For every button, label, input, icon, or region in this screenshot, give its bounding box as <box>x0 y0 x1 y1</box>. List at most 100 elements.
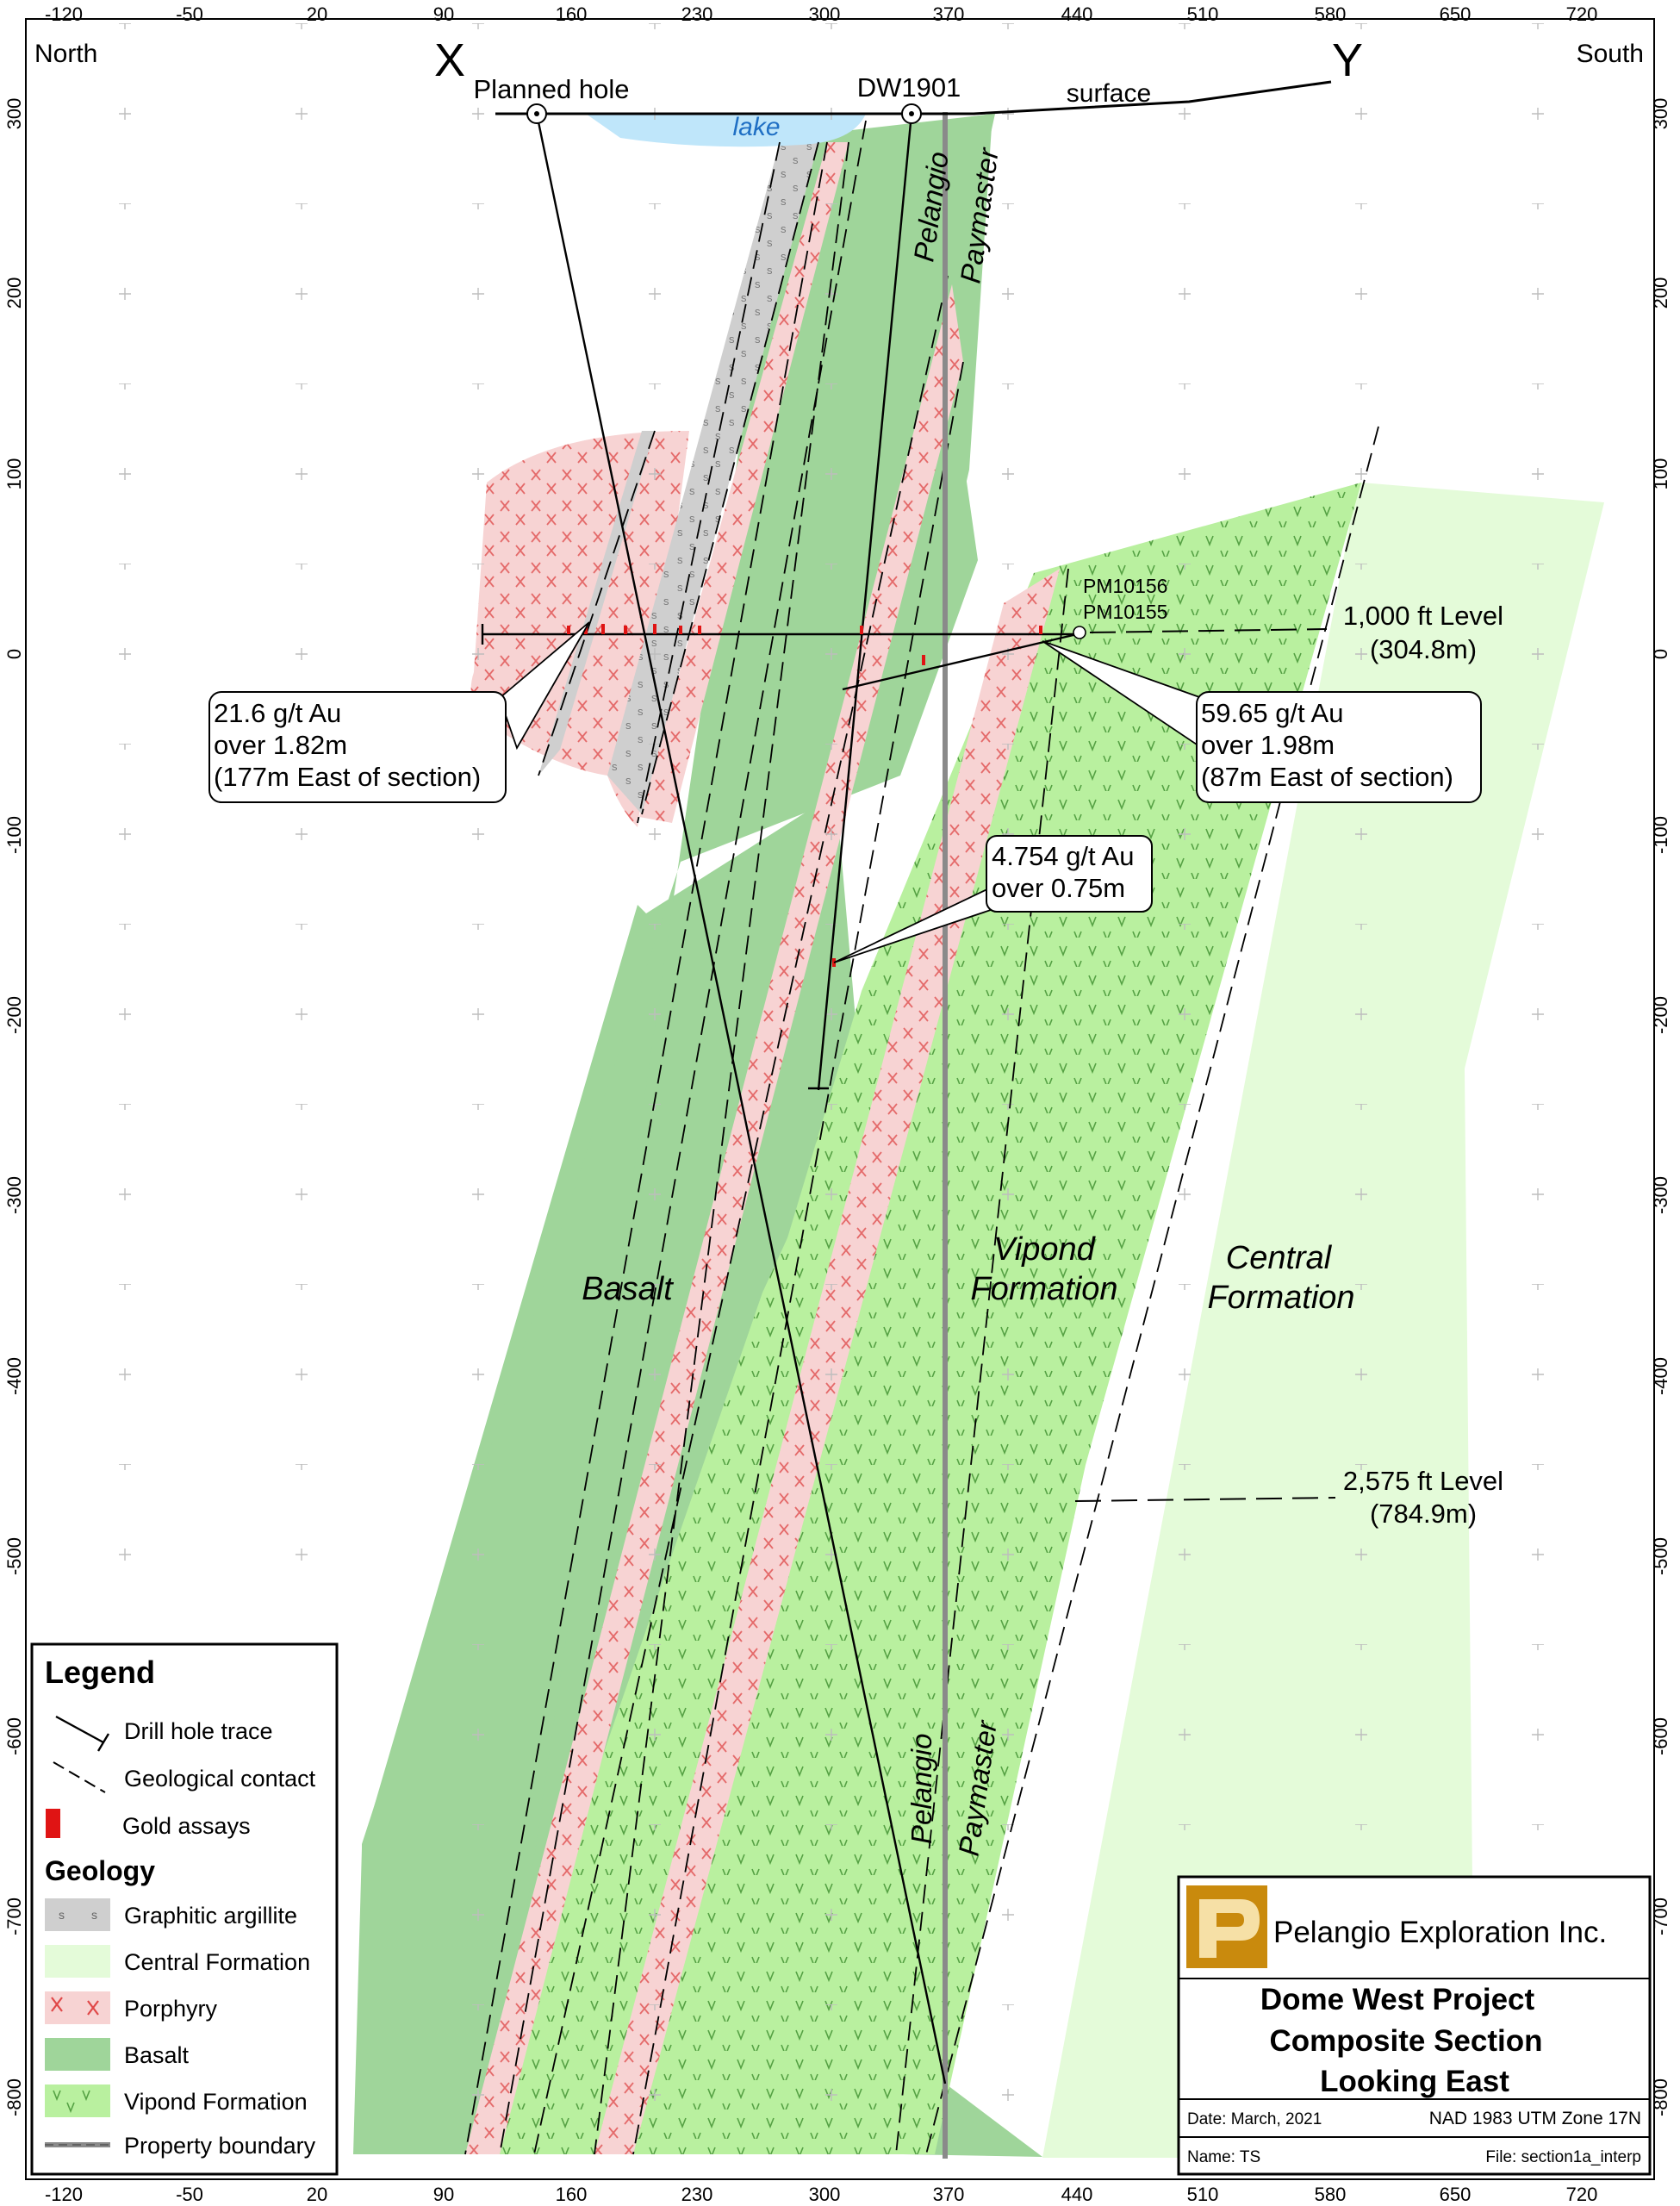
swatch-basalt <box>45 2038 110 2071</box>
geology-title: Geology <box>45 1855 155 1886</box>
level-2575-line <box>1074 1497 1336 1502</box>
central-label-2: Formation <box>1207 1280 1354 1316</box>
x-tick-bottom: 230 <box>681 2184 713 2205</box>
x-tick-top: 440 <box>1061 3 1093 25</box>
surface-label: surface <box>1067 79 1151 108</box>
x-ticks-top: -120 -50 20 90 160 230 300 370 440 510 5… <box>45 3 1597 25</box>
x-tick-bottom: 720 <box>1566 2184 1598 2205</box>
callout-3: 4.754 g/t Au over 0.75m <box>833 835 1153 963</box>
central-label-1: Central <box>1226 1240 1333 1276</box>
x-section-marker: X <box>434 34 465 86</box>
callout-1-line-2: over 1.82m <box>214 730 347 760</box>
legend-item-contact: Geological contact <box>124 1766 316 1792</box>
y-ticks-left: 300 200 100 0 -100 -200 -300 -400 -500 -… <box>3 98 25 2116</box>
north-label: North <box>34 40 97 68</box>
y-tick-left: 200 <box>3 277 25 309</box>
gold-assay-ticks <box>567 624 1042 967</box>
x-tick-top: -50 <box>176 3 203 25</box>
project-title-1: Dome West Project <box>1260 1983 1535 2016</box>
company-name: Pelangio Exploration Inc. <box>1273 1916 1607 1949</box>
project-title-2: Composite Section <box>1270 2024 1543 2058</box>
legend-geology-central: Central Formation <box>124 1949 310 1975</box>
level-1000-label: 1,000 ft Level <box>1343 601 1503 631</box>
y-tick-right: -300 <box>1650 1176 1671 1214</box>
x-tick-top: 230 <box>681 3 713 25</box>
legend-geology-basalt: Basalt <box>124 2042 190 2068</box>
y-tick-left: -300 <box>3 1176 25 1214</box>
pm10156-label: PM10156 <box>1083 575 1167 597</box>
swatch-central-formation <box>45 1945 110 1978</box>
x-tick-top: -120 <box>45 3 83 25</box>
x-tick-top: 90 <box>433 3 454 25</box>
y-tick-left: 0 <box>3 649 25 659</box>
projection-label: NAD 1983 UTM Zone 17N <box>1429 2109 1641 2128</box>
file-label: File: section1a_interp <box>1485 2148 1641 2166</box>
x-tick-bottom: 160 <box>556 2184 588 2205</box>
author-label: Name: TS <box>1187 2148 1260 2166</box>
y-tick-right: -200 <box>1650 996 1671 1034</box>
y-tick-left: 100 <box>3 458 25 490</box>
pelangio-logo-icon <box>1186 1885 1267 1968</box>
swatch-porphyry <box>45 1991 110 2024</box>
level-2575-label: 2,575 ft Level <box>1343 1466 1503 1496</box>
dw1901-label: DW1901 <box>857 72 961 103</box>
callout-1-line-1: 21.6 g/t Au <box>214 698 341 728</box>
collar-planned-hole-dot <box>534 111 539 116</box>
y-tick-right: 100 <box>1650 458 1671 490</box>
collar-pm10155 <box>1073 626 1086 639</box>
swatch-s-mark: s <box>59 1908 65 1922</box>
x-tick-top: 720 <box>1566 3 1598 25</box>
callout-2-line-1: 59.65 g/t Au <box>1201 698 1343 728</box>
title-block: Pelangio Exploration Inc. Dome West Proj… <box>1177 1875 1652 2176</box>
y-tick-right: -400 <box>1650 1357 1671 1395</box>
y-tick-right: 300 <box>1650 98 1671 130</box>
x-tick-top: 300 <box>809 3 841 25</box>
y-tick-left: -100 <box>3 816 25 854</box>
y-tick-left: -500 <box>3 1537 25 1575</box>
pm10155-label: PM10155 <box>1083 601 1167 623</box>
legend-item-drill-hole: Drill hole trace <box>124 1718 273 1744</box>
level-1000-metres: (304.8m) <box>1370 634 1477 664</box>
y-tick-left: -800 <box>3 2078 25 2116</box>
project-title-3: Looking East <box>1320 2065 1509 2098</box>
planned-hole-label: Planned hole <box>474 74 630 104</box>
gold-assay-symbol <box>46 1809 60 1838</box>
y-tick-left: -400 <box>3 1357 25 1395</box>
x-tick-bottom: -50 <box>176 2184 203 2205</box>
x-tick-top: 510 <box>1187 3 1219 25</box>
x-ticks-bottom: -120 -50 20 90 160 230 300 370 440 510 5… <box>45 2184 1597 2205</box>
level-2575-metres: (784.9m) <box>1370 1499 1477 1529</box>
y-tick-right: 0 <box>1650 649 1671 659</box>
date-label: Date: March, 2021 <box>1187 2110 1322 2128</box>
vipond-label-2: Formation <box>970 1271 1117 1307</box>
legend-item-gold: Gold assays <box>122 1813 251 1839</box>
y-tick-right: -800 <box>1650 2078 1671 2116</box>
legend-panel: Legend Drill hole trace Geological conta… <box>30 1642 339 2176</box>
y-tick-left: -200 <box>3 996 25 1034</box>
y-tick-left: -600 <box>3 1717 25 1755</box>
geological-contacts <box>464 120 1379 2155</box>
y-tick-right: -500 <box>1650 1537 1671 1575</box>
x-tick-top: 580 <box>1315 3 1347 25</box>
drill-holes <box>481 113 1078 2084</box>
callout-2-line-3: (87m East of section) <box>1201 762 1453 792</box>
y-ticks-right: 300 200 100 0 -100 -200 -300 -400 -500 -… <box>1650 98 1671 2116</box>
legend-geology-vipond: Vipond Formation <box>124 2089 308 2115</box>
legend-geology-argillite: Graphitic argillite <box>124 1903 297 1929</box>
swatch-vipond <box>45 2084 110 2117</box>
x-tick-top: 370 <box>933 3 965 25</box>
x-tick-bottom: 440 <box>1061 2184 1093 2205</box>
geological-contact-symbol <box>53 1761 106 1793</box>
swatch-porphyry-marks <box>51 1997 99 2016</box>
x-tick-bottom: 370 <box>933 2184 965 2205</box>
level-1000-line <box>1089 628 1328 633</box>
vipond-label-1: Vipond <box>993 1231 1097 1268</box>
x-tick-bottom: -120 <box>45 2184 83 2205</box>
surface-line <box>495 80 1332 115</box>
x-tick-bottom: 580 <box>1315 2184 1347 2205</box>
x-tick-bottom: 510 <box>1187 2184 1219 2205</box>
x-tick-bottom: 650 <box>1440 2184 1472 2205</box>
swatch-vipond-marks <box>53 2090 90 2114</box>
callout-3-line-2: over 0.75m <box>992 873 1125 903</box>
